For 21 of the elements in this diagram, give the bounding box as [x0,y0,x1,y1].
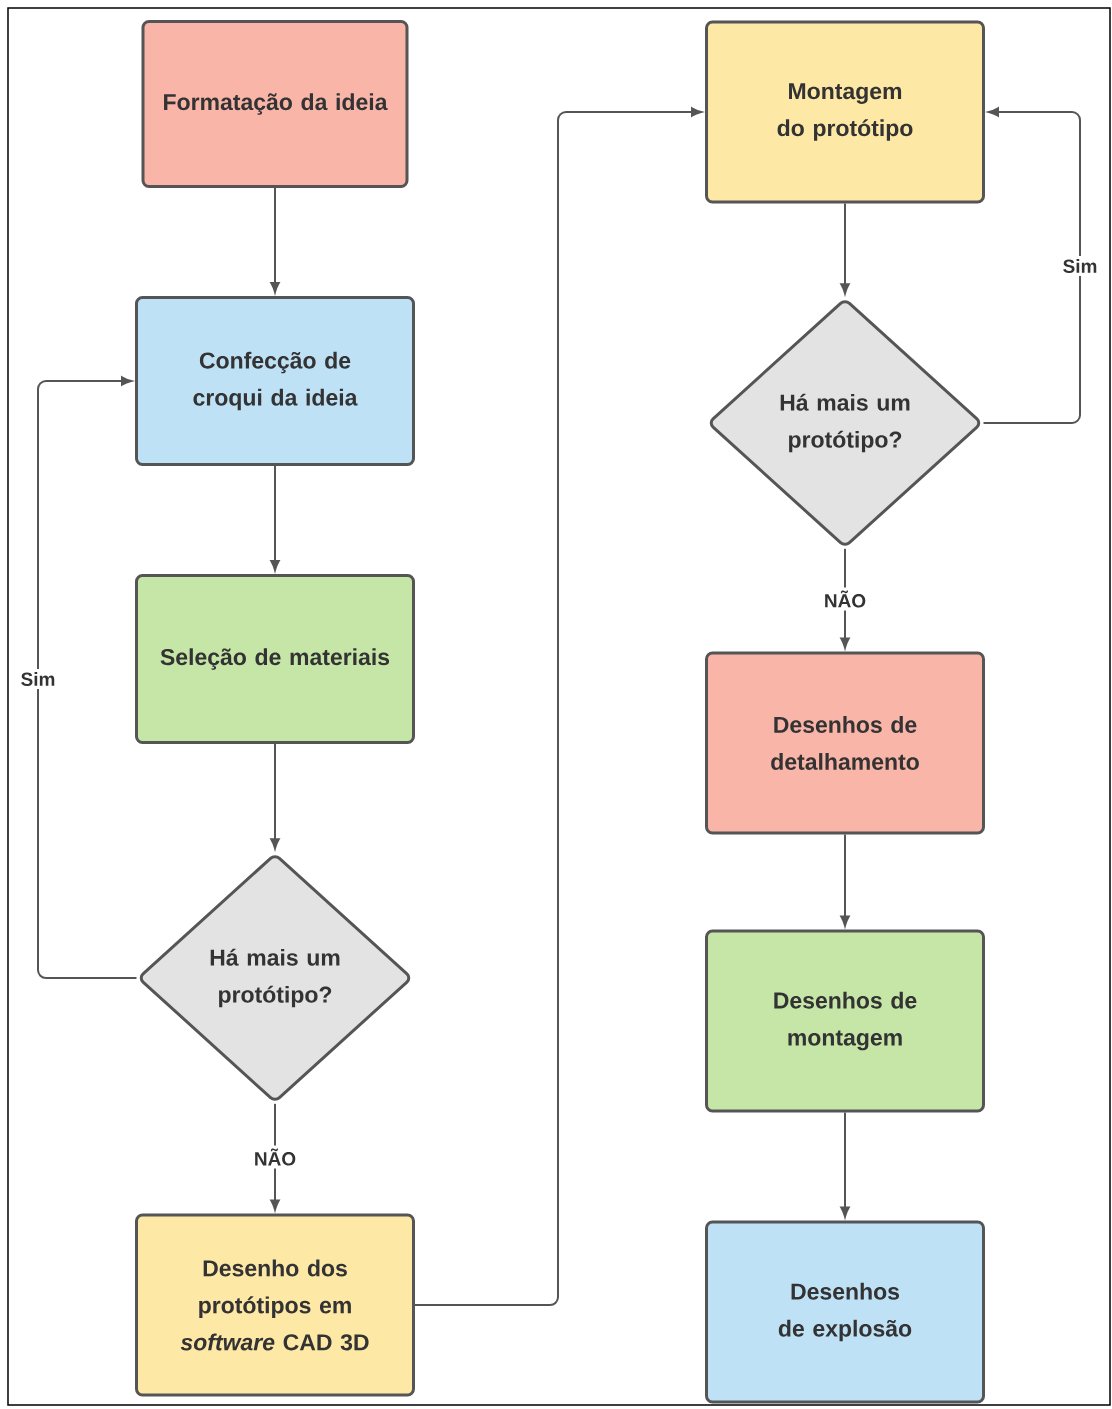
arrow [270,465,280,572]
edge-label: Sim [1059,256,1101,276]
process-box: Desenhos de explosão [705,1220,985,1404]
arrow [982,107,1081,424]
arrow [840,833,850,927]
arrow [840,202,850,295]
edge-label: NÃO [250,1145,300,1169]
process-box: Seleção de materiais [135,574,415,744]
arrow [37,376,138,979]
arrow [840,1111,850,1218]
process-box: Desenhos de detalhamento [705,651,985,835]
edge-label: NÃO [820,587,870,611]
arrow [414,107,703,1306]
process-box: Confecção de croqui da ideia [135,296,415,466]
process-box: Montagem do protótipo [705,20,985,204]
arrow [270,743,280,850]
process-box: Formatação da ideia [141,20,409,188]
arrow [270,187,280,294]
edge-label: Sim [17,669,59,689]
process-box: Desenhos de montagem [705,929,985,1113]
process-box: Desenho dos protótipos em software CAD 3D [135,1213,415,1397]
